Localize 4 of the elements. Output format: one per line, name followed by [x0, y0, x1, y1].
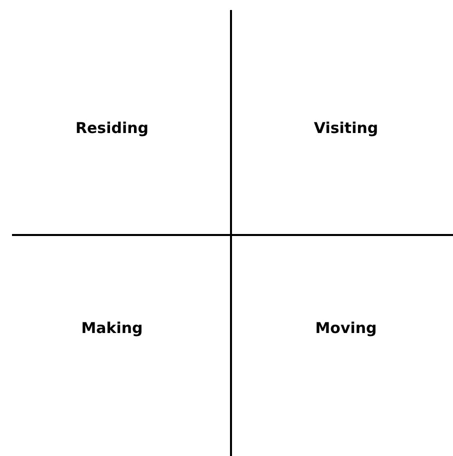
quadrant-label: Visiting [314, 119, 378, 137]
quadrant-label: Making [81, 319, 143, 337]
quadrant-label: Residing [75, 119, 149, 137]
quadrant-label: Moving [315, 319, 377, 337]
